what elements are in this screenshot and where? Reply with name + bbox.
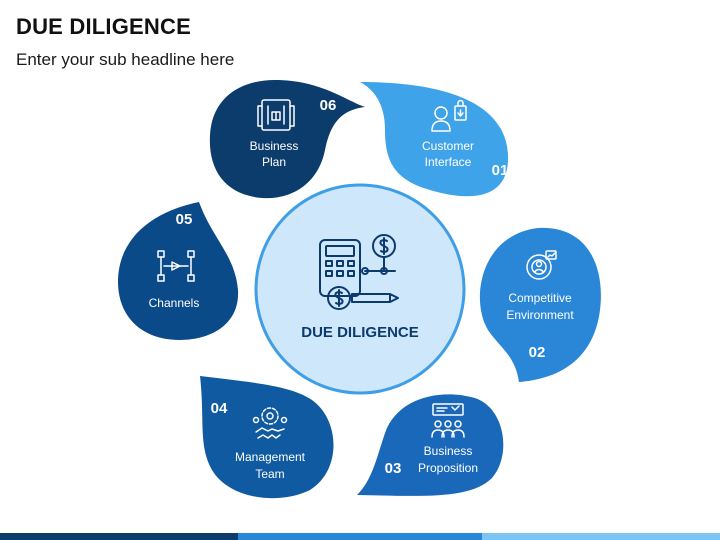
item-05-drop — [118, 202, 239, 340]
bottom-bar-segment-mid — [237, 533, 483, 540]
competitor-target-icon — [526, 250, 557, 280]
bottom-bar-segment-dark — [0, 533, 238, 540]
item-02-number: 02 — [529, 344, 546, 361]
handshake-gear-icon — [252, 407, 288, 439]
item-06-line2: Plan — [262, 155, 286, 169]
item-05-node: Channels 05 — [118, 202, 239, 340]
item-01-line2: Interface — [425, 155, 472, 169]
item-01-node: Customer Interface 01 — [360, 82, 509, 197]
item-05-line1: Channels — [149, 296, 200, 310]
item-02-line2: Environment — [506, 308, 574, 322]
customer-shopping-icon — [431, 99, 467, 132]
item-02-drop — [479, 227, 601, 382]
item-05-number: 05 — [176, 211, 193, 228]
item-04-line1: Management — [235, 450, 306, 464]
page-title: DUE DILIGENCE — [16, 14, 191, 39]
item-04-number: 04 — [211, 400, 228, 417]
item-06-line1: Business — [250, 139, 299, 153]
team-presentation-icon — [431, 403, 465, 438]
center-label: DUE DILIGENCE — [301, 324, 419, 341]
item-06-drop — [209, 80, 365, 199]
item-01-drop — [360, 82, 509, 197]
business-plan-icon — [257, 99, 295, 131]
item-06-number: 06 — [320, 97, 337, 114]
bottom-accent-bar — [0, 533, 720, 540]
item-03-number: 03 — [385, 460, 402, 477]
item-03-drop — [357, 394, 504, 496]
page-subtitle: Enter your sub headline here — [16, 50, 235, 69]
item-03-node: Business Proposition 03 — [357, 394, 504, 496]
item-03-line2: Proposition — [418, 461, 478, 475]
center-node: DUE DILIGENCE — [254, 183, 466, 395]
item-04-node: Management Team 04 — [200, 376, 334, 499]
bottom-bar-segment-light — [482, 533, 720, 540]
calculator-dollar-pencil-icon — [319, 234, 399, 310]
item-02-line1: Competitive — [508, 291, 572, 305]
item-01-number: 01 — [492, 162, 509, 179]
item-02-node: Competitive Environment 02 — [479, 227, 601, 382]
channels-network-icon — [157, 250, 195, 282]
item-01-line1: Customer — [422, 139, 474, 153]
item-03-line1: Business — [424, 444, 473, 458]
item-04-line2: Team — [255, 467, 284, 481]
item-06-node: Business Plan 06 — [209, 80, 365, 199]
